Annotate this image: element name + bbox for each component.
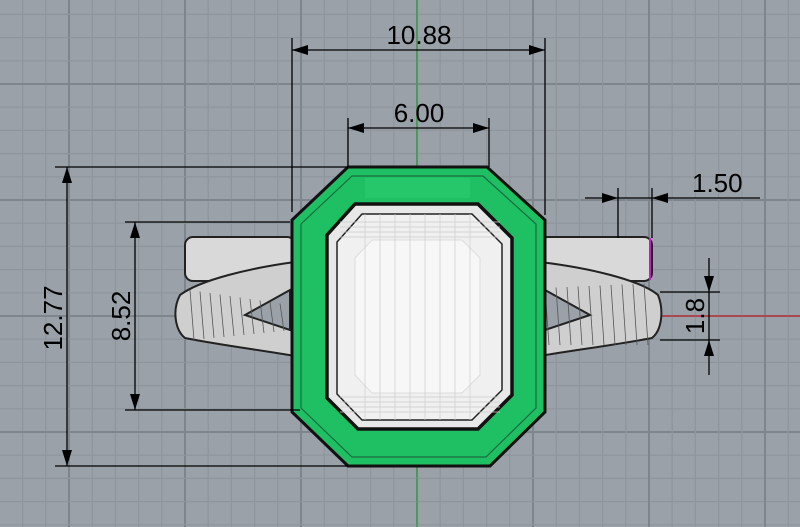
shank-facet-line [555,287,561,346]
shank-facet-line [566,286,572,346]
dimension-label: 10.88 [386,20,451,50]
shank-facet-line [621,284,627,346]
shank-facet-line [610,284,616,346]
dimension-label: 8.52 [106,291,136,342]
dimension-overall-height[interactable]: 12.77 [38,166,348,467]
dimension-shank-height[interactable]: 1.8 [660,258,720,375]
shank-facet-line [229,295,235,337]
shank-facet-line [577,286,583,346]
dimension-band-width[interactable]: 1.50 [585,168,760,238]
dimension-stone-width[interactable]: 6.00 [347,98,490,167]
shank-facet-line [239,297,245,336]
shank-facet-line [588,285,594,346]
shank-facet-line [249,298,255,335]
shank-facet-line [632,283,638,346]
shank-facet-line [189,289,195,341]
dimension-overall-width[interactable]: 10.88 [291,20,546,215]
shank-facet-line [599,285,605,346]
shank-facet-line [259,300,265,334]
shank-facet-line [209,292,215,339]
shank-facet-line [219,294,225,338]
shank-facet-line [643,283,649,346]
dimension-label: 6.00 [394,98,445,128]
ring-shank [174,260,663,358]
shank-facet-line [279,303,285,332]
dimension-inner-height[interactable]: 8.52 [106,221,300,411]
shank-facet-line [199,291,205,340]
shank-facet-line [269,301,275,333]
dimension-label: 1.8 [680,298,710,334]
emerald-cut-stone [325,202,514,431]
dimension-label: 1.50 [692,168,743,198]
dimension-label: 12.77 [38,285,68,350]
